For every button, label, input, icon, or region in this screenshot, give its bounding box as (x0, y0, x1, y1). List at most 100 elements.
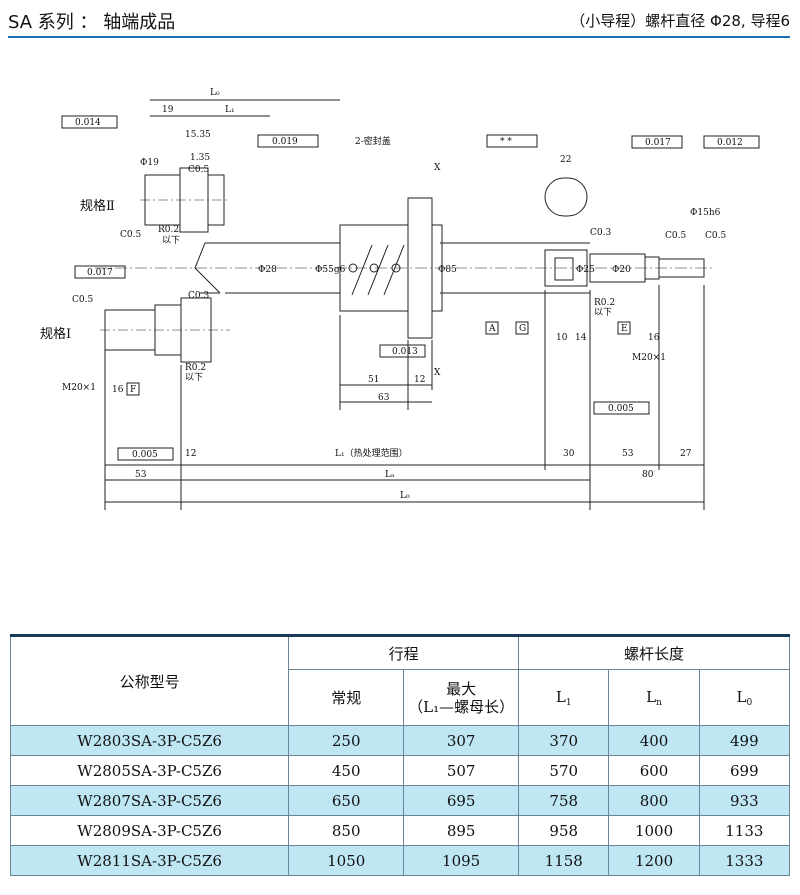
header-max: 最大 （L₁—螺母长） (403, 669, 520, 726)
dim-r02-a: R0.2 (158, 225, 179, 235)
dim-80: 80 (642, 470, 654, 480)
below-label-3: 以下 (594, 308, 612, 318)
header-length: 螺杆长度 (518, 634, 790, 670)
dim-phi28: Φ28 (258, 265, 277, 275)
cell-l1: 370 (518, 725, 610, 756)
cell-model: W2803SA-3P-C5Z6 (9, 725, 290, 756)
dim-phi85: Φ85 (438, 265, 457, 275)
cell-normal: 250 (288, 725, 405, 756)
dim-phi25: Φ25 (576, 265, 595, 275)
cell-max: 307 (403, 725, 520, 756)
dim-53-b: 53 (622, 449, 634, 459)
table-row: W2807SA-3P-C5Z6 650 695 758 800 933 (9, 785, 791, 816)
tol-a014: 0.014 (75, 118, 101, 128)
dim-16-b: 16 (648, 333, 660, 343)
technical-drawing: 规格Ⅱ 规格Ⅰ 2-密封盖 L₁（热处理范围） L₀ Lₙ L₀ L₁ 以下 以… (0, 40, 800, 530)
dim-m20-a: M20×1 (62, 383, 96, 393)
header-ln-letter: L (646, 687, 657, 706)
cell-l0: 1133 (698, 815, 791, 846)
dim-m20-b: M20×1 (632, 353, 666, 363)
dim-r02-c: R0.2 (594, 298, 615, 308)
cell-max: 895 (403, 815, 520, 846)
tol-a017r: 0.017 (645, 138, 671, 148)
spec-table-wrapper: 公称型号 行程 螺杆长度 常规 最大 （L₁—螺母长） L1 Ln L0 W28… (9, 634, 791, 876)
cell-l1: 958 (518, 815, 610, 846)
header-l1-letter: L (555, 687, 566, 706)
table-row: W2803SA-3P-C5Z6 250 307 370 400 499 (9, 725, 791, 756)
l1-top-label: L₁ (225, 105, 235, 115)
cell-max: 1095 (403, 845, 520, 876)
datum-e: E (621, 324, 628, 334)
table-row: W2805SA-3P-C5Z6 450 507 570 600 699 (9, 755, 791, 786)
cell-ln: 800 (608, 785, 700, 816)
heat-range-label: L₁（热处理范围） (335, 447, 408, 459)
table-row: W2811SA-3P-C5Z6 1050 1095 1158 1200 1333 (9, 845, 791, 876)
dim-53-a: 53 (135, 470, 147, 480)
dim-12-b: 12 (414, 375, 425, 385)
cell-l0: 1333 (698, 845, 791, 876)
below-label-1: 以下 (162, 236, 180, 246)
cell-max: 695 (403, 785, 520, 816)
page-subtitle: （小导程）螺杆直径 Φ28, 导程6 (570, 12, 790, 30)
cell-normal: 1050 (288, 845, 405, 876)
tol-e012: 0.012 (717, 138, 743, 148)
dim-19: 19 (162, 105, 174, 115)
datum-f: F (130, 385, 136, 395)
l0-label: L₀ (400, 491, 410, 501)
dim-c05-c: C0.5 (72, 295, 93, 305)
cell-l1: 570 (518, 755, 610, 786)
dim-phi19: Φ19 (140, 158, 159, 168)
dim-r02-b: R0.2 (185, 363, 206, 373)
dim-c05-d: C0.5 (665, 231, 686, 241)
page-header: SA 系列 ： 轴端成品 （小导程）螺杆直径 Φ28, 导程6 (8, 4, 790, 38)
page-title: SA 系列 ： 轴端成品 (8, 12, 176, 33)
cell-l0: 699 (698, 755, 791, 786)
cell-ln: 400 (608, 725, 700, 756)
header-ln-sub: n (656, 697, 662, 708)
table-row: W2809SA-3P-C5Z6 850 895 958 1000 1133 (9, 815, 791, 846)
header-ln: Ln (608, 669, 700, 726)
spec2-label: 规格Ⅱ (80, 198, 115, 214)
cell-ln: 600 (608, 755, 700, 786)
cell-model: W2807SA-3P-C5Z6 (9, 785, 290, 816)
header-l1: L1 (518, 669, 610, 726)
header-stroke: 行程 (288, 634, 520, 670)
dim-63: 63 (378, 393, 390, 403)
datum-a: A (488, 324, 496, 334)
section-x-bottom: X (434, 368, 441, 378)
header-rule (8, 36, 790, 38)
dim-16-a: 16 (112, 385, 124, 395)
dim-51: 51 (368, 375, 379, 385)
dim-15-35: 15.35 (185, 130, 211, 140)
below-label-2: 以下 (185, 373, 203, 383)
dim-10: 10 (556, 333, 568, 343)
dim-c05-e: C0.5 (705, 231, 726, 241)
ln-label: Lₙ (385, 470, 395, 480)
cell-l1: 758 (518, 785, 610, 816)
spec-table: 公称型号 行程 螺杆长度 常规 最大 （L₁—螺母长） L1 Ln L0 W28… (9, 634, 791, 876)
dim-c05-a: C0.5 (188, 165, 209, 175)
cell-l0: 499 (698, 725, 791, 756)
tol-perp013: 0.013 (392, 347, 418, 357)
tol-a019: 0.019 (272, 137, 298, 147)
cell-normal: 450 (288, 755, 405, 786)
cell-model: W2811SA-3P-C5Z6 (9, 845, 290, 876)
tol-perp005r: 0.005 (608, 404, 634, 414)
dim-1-35: 1.35 (190, 153, 210, 163)
header-max-line1: 最大 (446, 679, 477, 698)
header-model: 公称型号 (9, 634, 290, 726)
dim-22: 22 (560, 155, 571, 165)
dim-c03-a: C0.3 (188, 291, 209, 301)
cell-ln: 1000 (608, 815, 700, 846)
dim-c05-b: C0.5 (120, 230, 141, 240)
header-l0-sub: 0 (746, 697, 753, 708)
header-l0: L0 (698, 669, 791, 726)
cell-l1: 1158 (518, 845, 610, 876)
header-normal: 常规 (288, 669, 405, 726)
cell-ln: 1200 (608, 845, 700, 876)
dim-14: 14 (575, 333, 587, 343)
cell-model: W2805SA-3P-C5Z6 (9, 755, 290, 786)
dim-phi15: Φ15h6 (690, 208, 721, 218)
header-max-line2: （L₁—螺母长） (408, 697, 515, 716)
dim-c03-b: C0.3 (590, 228, 611, 238)
